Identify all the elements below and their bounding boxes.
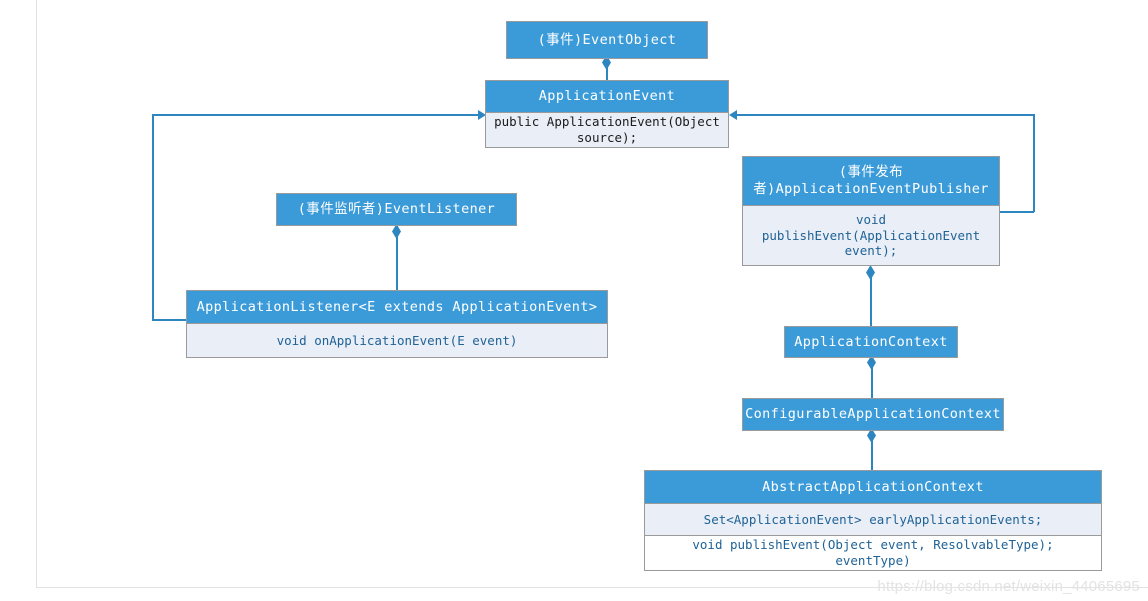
connector-eventlistener-applicationlistener [396,226,398,291]
diamond-eventlistener [392,224,401,239]
uml-row-early-application-events: Set<ApplicationEvent> earlyApplicationEv… [645,503,1101,535]
uml-box-abstract-application-context[interactable]: AbstractApplicationContext Set<Applicati… [644,470,1102,571]
arrowhead-to-applicationevent-right [729,110,737,120]
uml-header-abstract-application-context: AbstractApplicationContext [645,471,1101,503]
diamond-configurable [867,428,876,443]
uml-header-application-listener: ApplicationListener<E extends Applicatio… [187,291,607,323]
connector-listener-event-bottom [152,319,186,321]
uml-header-configurable-application-context: ConfigurableApplicationContext [743,399,1003,430]
uml-box-application-event-publisher[interactable]: (事件发布 者)ApplicationEventPublisher void p… [742,156,1000,266]
diamond-applicationcontext [867,355,876,370]
diamond-publisher [866,265,875,280]
uml-box-application-context[interactable]: ApplicationContext [784,326,958,358]
connector-configurable-abstract [871,431,873,470]
uml-box-configurable-application-context[interactable]: ConfigurableApplicationContext [742,398,1004,431]
connector-publisher-event-vertical [1033,114,1035,212]
uml-header-event-listener: (事件监听者)EventListener [277,194,516,225]
uml-row-publish-event: void publishEvent(ApplicationEvent event… [743,205,999,265]
uml-header-application-event-publisher: (事件发布 者)ApplicationEventPublisher [743,157,999,205]
uml-box-application-event[interactable]: ApplicationEvent public ApplicationEvent… [485,80,729,148]
connector-publisher-event-bottom [1000,211,1034,213]
connector-publisher-event-top [734,114,1034,116]
uml-box-event-object[interactable]: (事件)EventObject [506,21,708,59]
uml-header-event-object: (事件)EventObject [507,22,707,58]
connector-listener-event-top [152,114,482,116]
connector-publisher-applicationcontext [870,268,872,326]
diamond-eventobject [602,55,611,70]
uml-row-publish-event-object: void publishEvent(Object event, Resolvab… [645,535,1101,570]
watermark-url: https://blog.csdn.net/weixin_44065695 [877,578,1140,595]
uml-box-event-listener[interactable]: (事件监听者)EventListener [276,193,517,226]
uml-row-application-event-constructor: public ApplicationEvent(Object source); [486,112,728,147]
uml-header-application-context: ApplicationContext [785,327,957,357]
arrowhead-to-applicationevent-left [478,110,486,120]
uml-row-on-application-event: void onApplicationEvent(E event) [187,323,607,357]
connector-listener-event-vertical [152,114,154,320]
uml-header-application-event: ApplicationEvent [486,81,728,112]
uml-box-application-listener[interactable]: ApplicationListener<E extends Applicatio… [186,290,608,358]
connector-applicationcontext-configurable [871,358,873,399]
